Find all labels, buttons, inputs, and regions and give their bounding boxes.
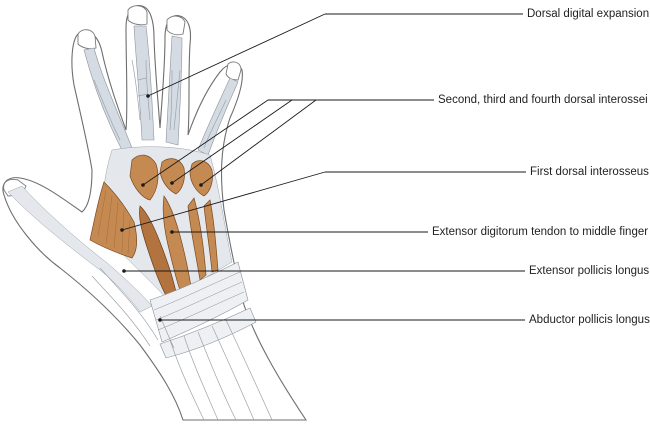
extensor-tendons bbox=[139, 195, 219, 311]
dorsal-expansion-fibres bbox=[93, 59, 227, 149]
leader-lines bbox=[120, 13, 526, 322]
label-dorsal-interossei-2-4: Second, third and fourth dorsal inteross… bbox=[438, 94, 648, 106]
label-dorsal-digital-expansion: Dorsal digital expansion bbox=[527, 8, 650, 20]
extensor-retinaculum bbox=[149, 261, 257, 359]
label-abductor-pollicis-longus: Abductor pollicis longus bbox=[529, 314, 650, 326]
label-first-dorsal-interosseus: First dorsal interosseus bbox=[530, 166, 649, 178]
label-extensor-pollicis-longus: Extensor pollicis longus bbox=[529, 265, 650, 277]
forearm-tendons bbox=[91, 267, 273, 421]
first-dorsal-interosseus bbox=[89, 181, 138, 259]
dorsal-interossei-2-4 bbox=[129, 154, 213, 201]
label-extensor-digitorum-tendon: Extensor digitorum tendon to middle fing… bbox=[432, 226, 649, 238]
